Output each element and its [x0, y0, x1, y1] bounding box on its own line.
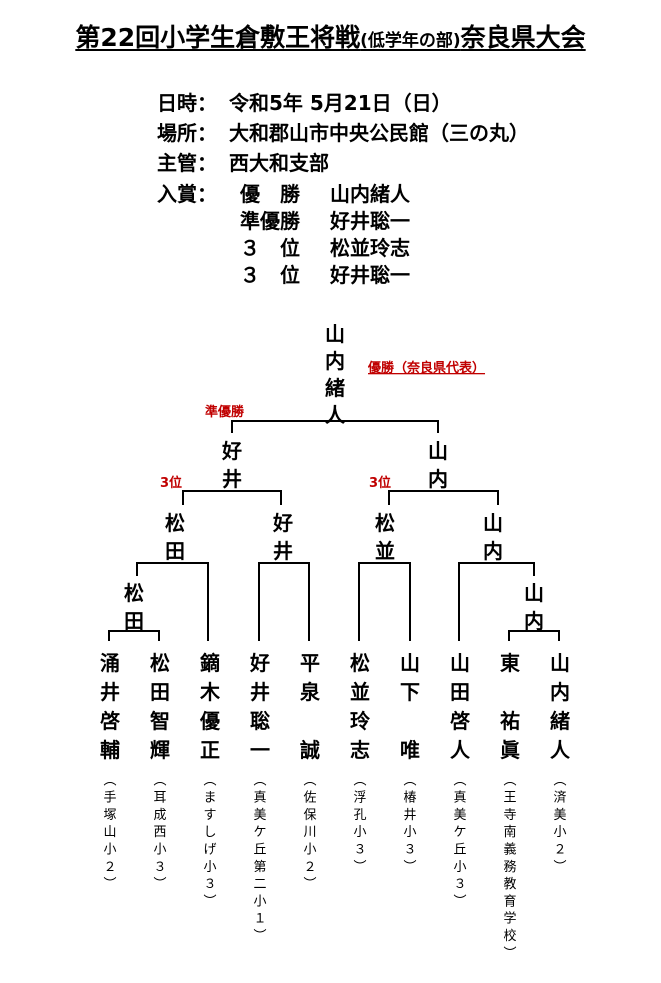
award-row-4: ３ 位 好井聡一 [240, 259, 410, 288]
player-school: ︵佐保川小２︶ [303, 773, 316, 892]
info-date-value: 令和5年 5月21日（日） [229, 91, 452, 115]
bracket-line-qf-1 [136, 562, 209, 641]
award-row-3: ３ 位 松並玲志 [240, 232, 410, 261]
bracket-line-qf-4 [458, 562, 535, 641]
bracket-line-final [231, 420, 439, 433]
award-rank: ３ 位 [240, 236, 300, 260]
award-rank: 優 勝 [240, 182, 300, 206]
player-name: 山内緒人 [550, 651, 571, 762]
info-date: 日時： 令和5年 5月21日（日） [157, 87, 452, 116]
title-main-a: 第22回小学生倉敷王将戦 [75, 23, 361, 52]
award-name: 松並玲志 [330, 236, 410, 260]
info-venue-label: 場所： [157, 121, 217, 145]
player-school: ︵浮孔小３︶ [353, 773, 366, 875]
player-school: ︵真美ケ丘小３︶ [453, 773, 466, 909]
player-school: ︵真美ケ丘第二小１︶ [253, 773, 266, 944]
third-place-label: 3位 [160, 475, 182, 491]
player-school: ︵済美小２︶ [553, 773, 566, 875]
semi-winner-1: 松田 [165, 511, 185, 563]
title-main-b: 奈良県大会 [460, 23, 586, 52]
champion-label: 優勝（奈良県代表） [367, 360, 485, 376]
player-school: ︵耳成西小３︶ [153, 773, 166, 892]
semi-winner-2: 好井 [272, 511, 293, 563]
award-rank: ３ 位 [240, 263, 300, 287]
bracket-line-semi-right [388, 490, 499, 505]
player-name: 山田啓人 [450, 651, 471, 762]
third-place-label: 3位 [369, 475, 391, 491]
page-title: 第22回小学生倉敷王将戦(低学年の部)奈良県大会 [0, 18, 661, 54]
r1-left-winner: 松田 [124, 581, 144, 633]
awards-label: 入賞： [157, 182, 217, 206]
player-name: 平泉 誠 [299, 651, 321, 762]
player-school: ︵ますしげ小３︶ [203, 773, 216, 909]
award-name: 好井聡一 [330, 263, 410, 287]
bracket-line-qf-3 [358, 562, 411, 641]
award-row-2: 準優勝 好井聡一 [240, 205, 410, 234]
info-venue: 場所： 大和郡山市中央公民館（三の丸） [157, 117, 529, 146]
info-organizer-label: 主管： [157, 151, 217, 175]
player-name: 山下 唯 [400, 651, 420, 762]
runner-up-label: 準優勝 [205, 404, 245, 420]
player-name: 松田智輝 [150, 651, 170, 762]
bracket-line-qf-2 [258, 562, 310, 641]
champion-name: 山内緒人 [325, 322, 346, 427]
player-name: 東 祐眞 [500, 651, 520, 762]
player-name: 涌井啓輔 [100, 651, 121, 762]
semi-winner-4: 山内 [483, 511, 503, 563]
r1-right-winner: 山内 [524, 581, 544, 633]
award-row-1: 優 勝 山内緒人 [240, 178, 410, 207]
final-right-winner: 山内 [428, 439, 448, 491]
player-school: ︵手塚山小２︶ [103, 773, 116, 892]
bracket-line-semi-left [182, 490, 282, 505]
player-name: 鏑木優正 [199, 651, 221, 762]
player-school: ︵椿井小３︶ [403, 773, 416, 875]
bracket-lines [108, 420, 560, 641]
semi-winner-3: 松並 [375, 511, 395, 563]
info-date-label: 日時： [157, 91, 217, 115]
player-school: ︵王寺南義務教育学校︶ [503, 773, 516, 961]
bracket-line-r1-left [108, 630, 160, 641]
award-rank: 準優勝 [240, 209, 300, 233]
info-organizer: 主管： 西大和支部 [157, 147, 329, 176]
award-name: 山内緒人 [330, 182, 410, 206]
bracket-line-r1-right [508, 630, 560, 641]
player-name: 好井聡一 [249, 651, 270, 762]
info-organizer-value: 西大和支部 [229, 151, 329, 175]
player-name: 松並玲志 [350, 651, 371, 762]
title-sub: (低学年の部) [360, 31, 461, 51]
final-left-winner: 好井 [221, 439, 242, 491]
info-venue-value: 大和郡山市中央公民館（三の丸） [229, 121, 529, 145]
award-name: 好井聡一 [330, 209, 410, 233]
